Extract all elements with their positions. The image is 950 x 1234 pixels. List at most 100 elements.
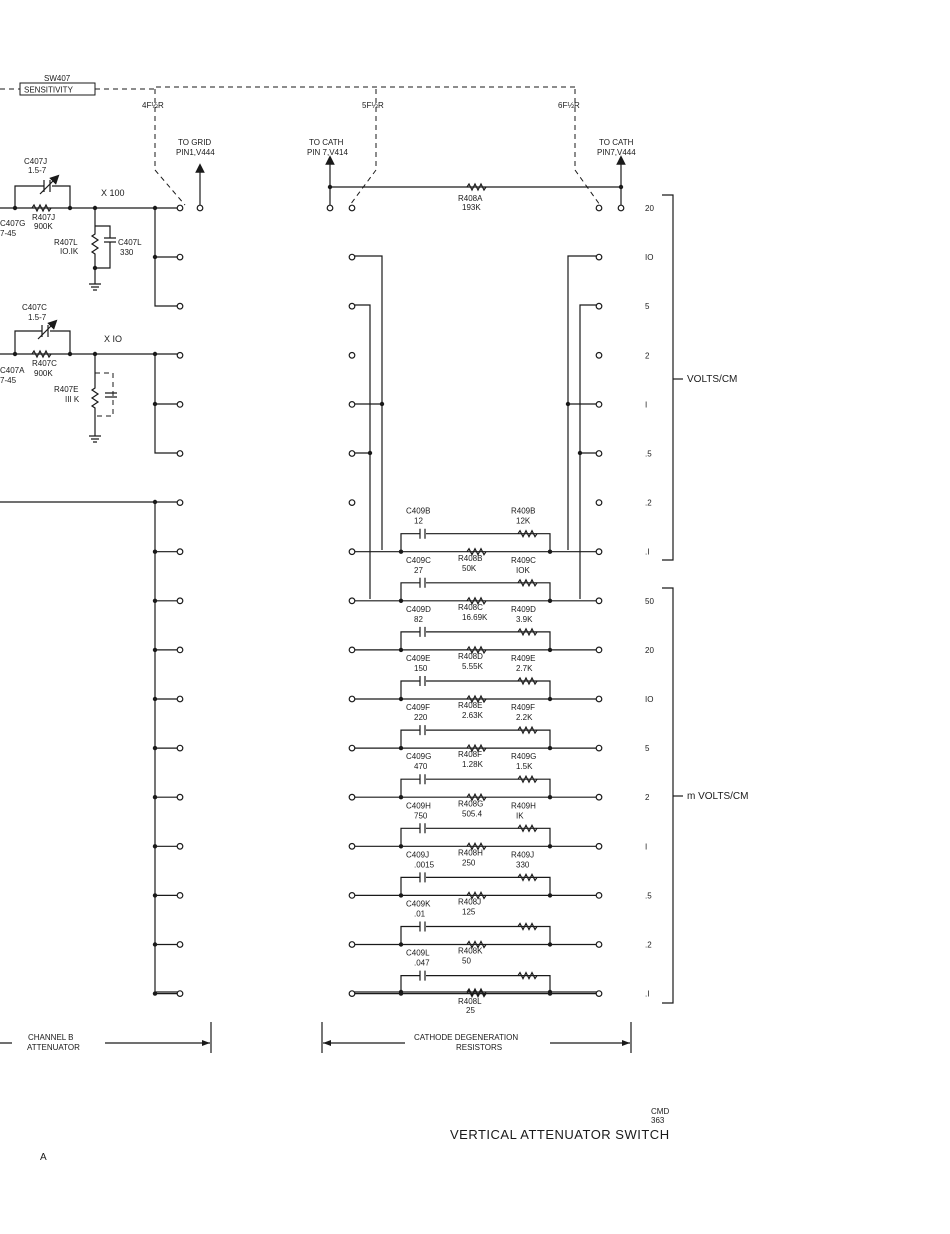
series-ref: R408E [458, 701, 482, 710]
contact-b [326, 204, 334, 212]
contact-b [348, 646, 356, 654]
switch-ref: SW407 [44, 74, 71, 83]
position-label: 5 [645, 744, 650, 753]
junction-dot [398, 844, 404, 849]
x10-taps [154, 354, 180, 454]
cathode-label: CATHODE DEGENERATION [414, 1033, 518, 1042]
cap-value: 150 [414, 664, 428, 673]
rotor-contact-a [176, 204, 184, 212]
shunt-resistor-symbol [517, 627, 538, 637]
shunt-ref: R409C [511, 556, 536, 565]
bypass-capacitor-symbol [419, 626, 426, 637]
linkage-wafer-6 [574, 89, 601, 206]
cap-ref: C409D [406, 605, 431, 614]
r407c-value: 900K [34, 369, 53, 378]
position-label: .I [645, 548, 649, 557]
series-ref: R408G [458, 799, 483, 808]
shunt-resistor-symbol [517, 922, 538, 931]
c407j-trim-arrow [39, 174, 60, 195]
contact-b [348, 351, 356, 359]
rotor-contact-b [348, 204, 356, 212]
shunt-resistor-symbol [517, 823, 538, 833]
c407l-value: 330 [120, 248, 134, 257]
series-resistor-symbol [466, 645, 487, 655]
contact-b [348, 401, 356, 408]
contact-column-b [326, 204, 356, 997]
shunt-resistor-symbol [517, 676, 538, 686]
c407j-ref: C407J [24, 157, 47, 166]
c407c-value: 1.5-7 [28, 313, 47, 322]
r407j-ref: R407J [32, 213, 55, 222]
junction-dot [547, 893, 553, 898]
bypass-capacitor-symbol [419, 872, 426, 883]
r407l-c407l [90, 208, 116, 269]
bypass-capacitor-symbol [419, 970, 426, 981]
switch-linkage [0, 86, 576, 90]
series-resistor-symbol [466, 891, 487, 900]
position-label: .5 [645, 891, 652, 900]
wafer-label-6: 6F½R [558, 101, 580, 110]
contact-a [176, 793, 184, 801]
x100-taps [154, 208, 180, 307]
contact-b [348, 253, 356, 261]
series-resistor-symbol [466, 792, 487, 802]
series-ref: R408D [458, 652, 483, 661]
r407l-ref: R407L [54, 238, 78, 247]
series-value: 50 [462, 957, 471, 966]
to-cath-left-label: TO CATH [309, 138, 344, 147]
connection-labels: TO GRID PIN1,V444 TO CATH PIN 7,V414 TO … [176, 138, 636, 206]
cap-ref: C409E [406, 654, 430, 663]
cap-value: .0015 [414, 860, 435, 869]
cap-value: 12 [414, 517, 423, 526]
jumper-taps [352, 403, 599, 454]
junction-dot [547, 844, 553, 849]
contact-a [176, 499, 184, 507]
series-value: 125 [462, 908, 476, 917]
junction-dot [398, 647, 404, 653]
contact-a [176, 401, 184, 408]
network-bypass-wire [400, 778, 551, 798]
c407c-ref: C407C [22, 303, 47, 312]
bypass-capacitor-symbol [419, 921, 426, 932]
junction-dot [398, 991, 404, 996]
contact-c [595, 842, 603, 850]
switch-header: SW407 SENSITIVITY 4F½R 5F½R 6F½R [0, 74, 601, 206]
x10-label: X IO [104, 334, 122, 344]
series-value: 505.4 [462, 809, 483, 818]
sheet-label: A [40, 1152, 47, 1163]
c407j-value: 1.5-7 [28, 166, 47, 175]
to-cath-left-pin: PIN 7,V414 [307, 148, 348, 157]
channel-b-label: CHANNEL B [28, 1033, 74, 1042]
contact-c [595, 302, 603, 310]
r408l-value: 25 [466, 1006, 475, 1015]
switch-name: SENSITIVITY [24, 86, 74, 95]
contact-a [176, 351, 184, 359]
contact-b [348, 450, 356, 457]
x1-bus [0, 501, 180, 993]
junction-dot [547, 696, 553, 702]
contact-c [595, 646, 603, 654]
cap-value: 82 [414, 615, 423, 624]
contact-c [595, 253, 603, 261]
junction-dot [547, 942, 553, 947]
contact-a [176, 892, 184, 899]
degeneration-networks: C409B12R409B12KC409C27R408B50KR409CIOKC4… [352, 507, 599, 998]
position-label: .5 [645, 450, 652, 459]
bypass-capacitor-symbol [419, 823, 426, 834]
cap-ref: C409F [406, 703, 430, 712]
shunt-value: 2.2K [516, 713, 533, 722]
c407g-value: 7-45 [0, 229, 17, 238]
network-bypass-wire [400, 925, 551, 945]
ground-1 [89, 268, 101, 291]
junction-dot [398, 942, 404, 947]
cathode-label-2: RESISTORS [456, 1043, 502, 1052]
range-brackets: VOLTS/CM m VOLTS/CM [662, 194, 748, 1004]
series-ref: R408J [458, 898, 481, 907]
title-block: CMD 363 VERTICAL ATTENUATOR SWITCH A [40, 1107, 669, 1163]
